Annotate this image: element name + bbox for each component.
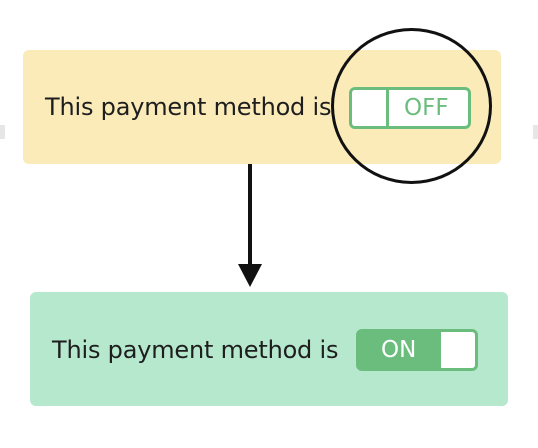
down-arrow-icon [238,164,262,287]
toggle-on-text: ON [381,337,417,363]
right-edge-mark [533,125,538,139]
left-edge-mark [0,125,5,139]
payment-method-toggle-on[interactable]: ON [356,329,478,371]
on-state-label: This payment method is [52,336,339,364]
on-state-panel: This payment method is ON [30,292,508,406]
arrow-head [238,264,262,287]
off-state-label: This payment method is [45,93,332,121]
toggle-knob [438,332,475,368]
highlight-circle [331,28,492,184]
